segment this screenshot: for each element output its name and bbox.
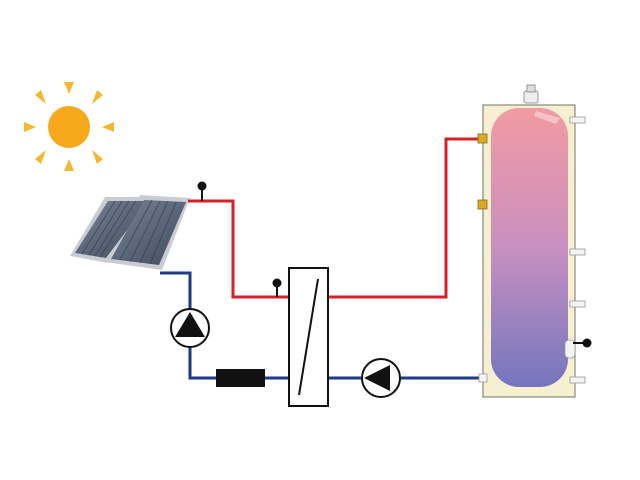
hot-pipe xyxy=(188,137,482,299)
sun-icon xyxy=(24,82,114,171)
storage-circuit-pump xyxy=(361,358,401,398)
tank-right-ports xyxy=(569,116,586,384)
tank-port-cold-outlet xyxy=(478,373,488,383)
solar-panel-icon xyxy=(70,195,190,270)
tank-temperature-sensor xyxy=(564,338,592,359)
storage-tank xyxy=(477,84,592,398)
collector-temperature-sensor xyxy=(197,181,207,201)
exchanger-temperature-sensor xyxy=(272,278,282,297)
tank-port-hot-inlet xyxy=(477,133,488,144)
plate-heat-exchanger xyxy=(288,267,329,407)
pump-icon xyxy=(175,312,205,337)
tank-vent-fitting xyxy=(523,84,539,104)
tank-port-brass xyxy=(477,199,488,210)
pump-icon xyxy=(364,365,390,391)
solar-circuit-pump xyxy=(170,308,210,348)
expansion-component xyxy=(216,369,265,387)
